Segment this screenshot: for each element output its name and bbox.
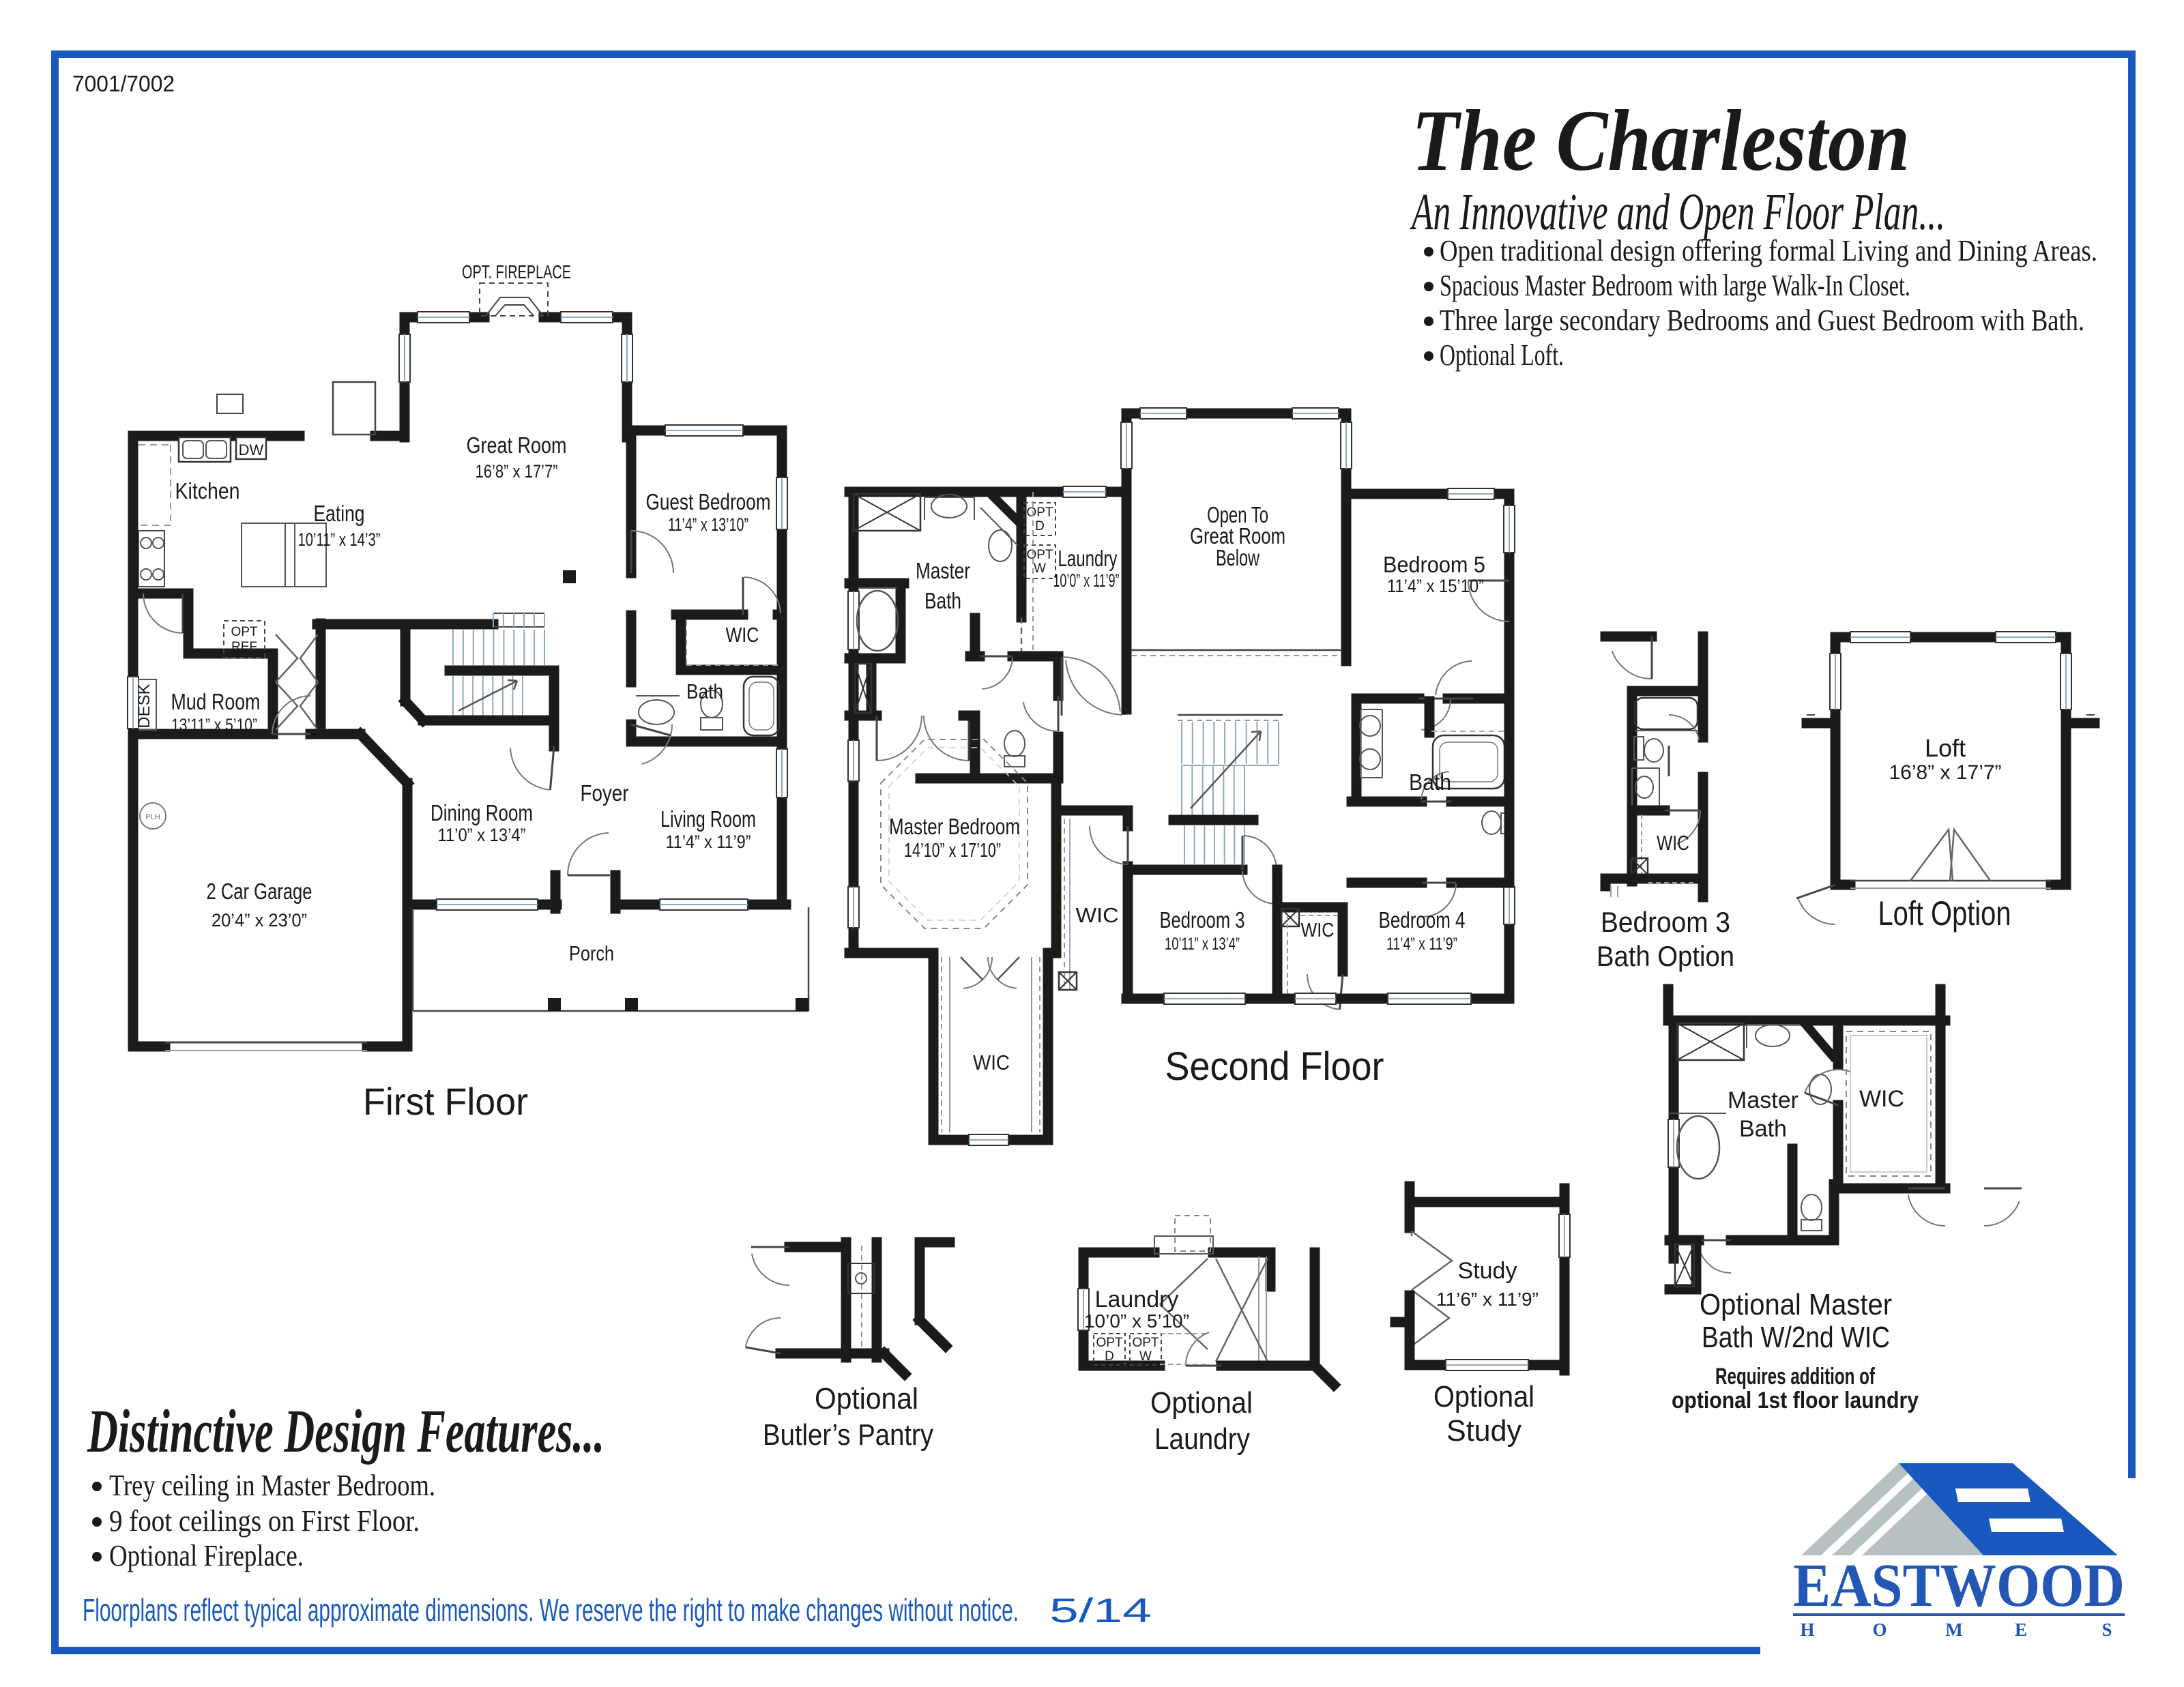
svg-text:11’6” x 11’9”: 11’6” x 11’9” xyxy=(1436,1289,1539,1310)
svg-text:16’8” x 17’7”: 16’8” x 17’7” xyxy=(1889,761,2001,784)
svg-text:10’0” x 5’10”: 10’0” x 5’10” xyxy=(1084,1310,1189,1332)
svg-text:Master Bedroom: Master Bedroom xyxy=(889,814,1020,839)
svg-text:O: O xyxy=(1872,1619,1887,1640)
svg-text:OPT. FIREPLACE: OPT. FIREPLACE xyxy=(462,261,571,282)
svg-text:PLH: PLH xyxy=(145,813,160,821)
svg-text:Distinctive Design Features...: Distinctive Design Features... xyxy=(87,1398,605,1465)
svg-text:Bath: Bath xyxy=(1739,1116,1787,1142)
svg-text:Mud Room: Mud Room xyxy=(171,689,261,714)
svg-text:Open To: Open To xyxy=(1207,502,1268,527)
svg-text:11’4” x 11’9”: 11’4” x 11’9” xyxy=(666,832,751,852)
svg-text:H: H xyxy=(1800,1619,1814,1640)
svg-text:10’11” x 13’4”: 10’11” x 13’4” xyxy=(1165,935,1240,954)
svg-text:Requires addition of: Requires addition of xyxy=(1715,1364,1875,1390)
svg-text:Optional: Optional xyxy=(1433,1380,1534,1413)
svg-text:7001/7002: 7001/7002 xyxy=(72,71,175,96)
svg-text:Spacious Master Bedroom with l: Spacious Master Bedroom with large Walk-… xyxy=(1440,269,1910,302)
svg-text:Optional: Optional xyxy=(815,1382,918,1415)
svg-text:E: E xyxy=(2015,1619,2027,1640)
svg-text:Laundry: Laundry xyxy=(1058,546,1118,571)
svg-text:Bath: Bath xyxy=(924,588,961,613)
svg-text:Optional Fireplace.: Optional Fireplace. xyxy=(109,1539,304,1572)
svg-text:10’11” x 14’3”: 10’11” x 14’3” xyxy=(298,529,381,550)
svg-text:OPT: OPT xyxy=(1096,1336,1122,1350)
svg-text:EASTWOOD: EASTWOOD xyxy=(1793,1552,2125,1619)
svg-text:Study: Study xyxy=(1446,1414,1521,1448)
svg-text:16’8” x 17’7”: 16’8” x 17’7” xyxy=(476,461,558,482)
svg-text:11’4” x 13’10”: 11’4” x 13’10” xyxy=(668,514,748,535)
svg-text:Bedroom 4: Bedroom 4 xyxy=(1379,907,1466,933)
svg-text:Loft: Loft xyxy=(1925,734,1966,762)
svg-text:Great Room: Great Room xyxy=(467,432,567,458)
svg-text:OPT: OPT xyxy=(1026,505,1053,520)
svg-text:WIC: WIC xyxy=(1859,1086,1904,1112)
svg-text:Three large secondary Bedrooms: Three large secondary Bedrooms and Guest… xyxy=(1440,304,2084,337)
svg-text:Foyer: Foyer xyxy=(581,780,629,806)
svg-text:First Floor: First Floor xyxy=(363,1080,528,1123)
svg-text:13’11” x 5’10”: 13’11” x 5’10” xyxy=(171,716,257,735)
svg-text:Kitchen: Kitchen xyxy=(175,478,240,503)
svg-text:Optional Master: Optional Master xyxy=(1700,1288,1892,1321)
svg-text:D: D xyxy=(1035,519,1045,533)
svg-text:DESK: DESK xyxy=(135,684,154,728)
svg-text:5/14: 5/14 xyxy=(1049,1591,1152,1630)
svg-text:Bath W/2nd WIC: Bath W/2nd WIC xyxy=(1702,1321,1890,1354)
svg-text:Bedroom 5: Bedroom 5 xyxy=(1383,552,1485,577)
svg-text:Bath Option: Bath Option xyxy=(1597,940,1734,972)
svg-text:OPT: OPT xyxy=(1026,548,1053,562)
svg-text:Great Room: Great Room xyxy=(1190,523,1285,548)
svg-text:Laundry: Laundry xyxy=(1095,1287,1179,1312)
svg-text:An Innovative and Open Floor P: An Innovative and Open Floor Plan... xyxy=(1410,184,1945,241)
svg-text:WIC: WIC xyxy=(1301,920,1335,941)
svg-text:Trey ceiling in Master Bedroom: Trey ceiling in Master Bedroom. xyxy=(109,1469,435,1502)
svg-text:The Charleston: The Charleston xyxy=(1412,92,1910,189)
svg-text:Floorplans reflect typical app: Floorplans reflect typical approximate d… xyxy=(83,1592,1019,1628)
svg-text:11’4” x 11’9”: 11’4” x 11’9” xyxy=(1386,935,1457,954)
svg-text:Butler’s Pantry: Butler’s Pantry xyxy=(763,1418,933,1452)
svg-text:WIC: WIC xyxy=(1657,831,1689,855)
svg-text:2 Car Garage: 2 Car Garage xyxy=(207,879,312,904)
svg-text:W: W xyxy=(1139,1349,1152,1364)
svg-text:DW: DW xyxy=(239,441,264,458)
svg-text:Bedroom 3: Bedroom 3 xyxy=(1601,906,1730,938)
svg-text:Optional Loft.: Optional Loft. xyxy=(1440,338,1564,372)
svg-text:20’4” x 23’0”: 20’4” x 23’0” xyxy=(212,910,307,930)
svg-text:M: M xyxy=(1945,1619,1962,1640)
svg-text:11’0” x 13’4”: 11’0” x 13’4” xyxy=(438,825,526,845)
svg-text:S: S xyxy=(2101,1619,2112,1640)
svg-text:Porch: Porch xyxy=(569,941,614,965)
svg-text:Open traditional design offeri: Open traditional design offering formal … xyxy=(1440,234,2097,267)
svg-text:OPT: OPT xyxy=(1132,1336,1159,1350)
svg-text:Master: Master xyxy=(916,558,970,583)
svg-text:WIC: WIC xyxy=(973,1051,1010,1074)
svg-text:10’0” x 11’9”: 10’0” x 11’9” xyxy=(1053,570,1120,591)
svg-text:Bath: Bath xyxy=(686,679,723,703)
svg-text:WIC: WIC xyxy=(1076,903,1119,927)
svg-text:OPT: OPT xyxy=(231,625,257,639)
svg-text:Master: Master xyxy=(1728,1087,1799,1113)
svg-text:Eating: Eating xyxy=(314,501,365,526)
svg-text:WIC: WIC xyxy=(726,623,759,647)
svg-text:REF: REF xyxy=(231,640,257,654)
svg-text:Loft Option: Loft Option xyxy=(1878,894,2011,933)
svg-text:Study: Study xyxy=(1458,1258,1517,1284)
svg-text:Dining Room: Dining Room xyxy=(431,800,533,825)
svg-text:Guest Bedroom: Guest Bedroom xyxy=(646,489,771,514)
svg-text:11’4” x 15’10”: 11’4” x 15’10” xyxy=(1387,576,1484,596)
svg-text:14’10” x 17’10”: 14’10” x 17’10” xyxy=(904,840,1001,862)
svg-text:Below: Below xyxy=(1216,545,1260,570)
svg-text:Bath: Bath xyxy=(1409,769,1451,795)
svg-text:Living Room: Living Room xyxy=(660,806,756,832)
svg-text:9 foot ceilings on First Floor: 9 foot ceilings on First Floor. xyxy=(109,1504,420,1538)
svg-text:Laundry: Laundry xyxy=(1154,1422,1250,1456)
svg-text:W: W xyxy=(1034,561,1046,576)
svg-text:optional 1st floor laundry: optional 1st floor laundry xyxy=(1672,1388,1919,1413)
svg-text:Bedroom 3: Bedroom 3 xyxy=(1160,907,1245,933)
svg-text:Second Floor: Second Floor xyxy=(1165,1044,1384,1089)
svg-text:D: D xyxy=(1105,1349,1114,1364)
svg-text:Optional: Optional xyxy=(1150,1386,1253,1420)
